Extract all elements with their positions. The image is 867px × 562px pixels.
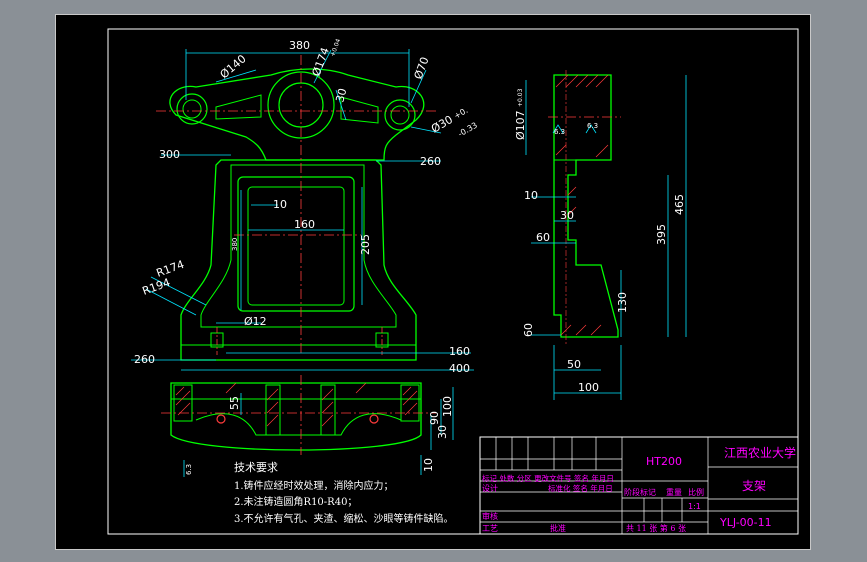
right-lug-hole [384, 99, 416, 131]
body-outline [180, 159, 417, 361]
dim-160-inner: 160 [294, 218, 315, 231]
note-1: 1.铸件应经时效处理，消除内应力； [234, 479, 394, 492]
dim-260-right: 260 [420, 155, 441, 168]
title-block-frame [479, 436, 799, 535]
dim-380: 380 [289, 39, 310, 52]
roughness-bottom: 6.3 [185, 464, 193, 475]
drawing-sheet: 380 Ø140 Ø174 +0.04 Ø70 30 Ø30 +0. -0.33… [55, 14, 811, 550]
tb-school: 江西农业大学 [724, 445, 796, 460]
window-inner [247, 186, 345, 306]
tb-scale-value: 1:1 [688, 502, 701, 511]
dim-465: 465 [673, 194, 686, 215]
left-lug-hole [176, 93, 208, 125]
tb-sheets: 共 11 张 第 6 张 [626, 523, 686, 533]
pin-hole-left [216, 414, 226, 424]
dim-55: 55 [228, 396, 241, 410]
side-top-block [553, 74, 612, 161]
tb-material: HT200 [646, 455, 682, 468]
note-3: 3.不允许有气孔、夹渣、缩松、沙眼等铸件缺陷。 [234, 512, 454, 525]
dim-100-side: 100 [578, 381, 599, 394]
top-lug-outline [169, 68, 425, 161]
side-view [525, 70, 687, 400]
dim-60-low: 60 [522, 323, 535, 337]
dim-50: 50 [567, 358, 581, 371]
hatch-box-right [400, 384, 420, 422]
side-dim-labels: Ø107 +0.03 6.3 6.3 10 30 60 60 50 100 13… [514, 88, 686, 394]
roughness-1: 6.3 [554, 128, 565, 136]
tb-part-name: 支架 [742, 479, 766, 493]
note-2: 2.未注铸造圆角R10-R40； [234, 495, 357, 508]
hatch-box-left [173, 384, 193, 422]
left-rib-window [215, 94, 262, 120]
tb-weight: 重量 [666, 487, 682, 497]
dim-dia-top-tol: +0.03 [517, 88, 524, 107]
dim-395: 395 [655, 224, 668, 245]
title-block-grid [480, 437, 798, 534]
dim-small: 380 [231, 238, 239, 251]
right-lug-hole-inner [390, 105, 410, 125]
dim-hole-70: Ø70 [412, 55, 432, 81]
title-block: HT200 江西农业大学 支架 YLJ-00-11 标记 处数 分区 更改文件号… [479, 436, 799, 535]
tb-scale: 比例 [688, 487, 704, 497]
dim-r174: R174 [155, 258, 186, 280]
dim-160-base: 160 [449, 345, 470, 358]
bottom-dim-lines [183, 387, 454, 477]
tb-process: 工艺 [482, 524, 498, 533]
dim-10-side: 10 [524, 189, 538, 202]
right-rib-window [340, 96, 379, 124]
side-dim-lines [525, 75, 687, 400]
technical-notes: 技术要求 1.铸件应经时效处理，消除内应力； 2.未注铸造圆角R10-R40； … [234, 461, 454, 525]
tb-design: 设计 [482, 483, 498, 493]
front-dim-lines [131, 49, 474, 371]
dim-dia-top: Ø107 [514, 110, 527, 140]
drawing-frame [107, 28, 799, 535]
bottom-arch [195, 413, 402, 436]
dim-400: 400 [449, 362, 470, 375]
dim-hole-30-tol-lo: -0.33 [457, 121, 479, 139]
bottom-view [161, 375, 454, 477]
side-hatching [555, 74, 609, 336]
center-bore-outer [267, 71, 335, 139]
dim-260-left: 260 [134, 353, 155, 366]
dim-d12: Ø12 [244, 315, 267, 328]
dim-205: 205 [359, 234, 372, 255]
dim-hole-30-tol-up: +0. [453, 106, 470, 121]
front-view [131, 49, 474, 371]
bottom-hatching [175, 382, 418, 427]
cad-drawing: 380 Ø140 Ø174 +0.04 Ø70 30 Ø30 +0. -0.33… [107, 28, 799, 535]
body-inner-outline [200, 164, 397, 328]
window-outer [237, 176, 355, 312]
dim-130: 130 [616, 292, 629, 313]
tb-row-marks: 标记 处数 分区 更改文件号 签名 年月日 [482, 473, 614, 483]
tb-drawing-no: YLJ-00-11 [719, 516, 772, 529]
dim-30-side: 30 [560, 209, 574, 222]
dim-hole-174-tol: +0.04 [329, 38, 342, 58]
dim-90: 90 [428, 411, 441, 425]
bottom-dim-labels: 55 90 100 30 10 6.3 [185, 396, 454, 475]
tb-standard: 标准化 签名 年月日 [548, 483, 613, 493]
dim-300: 300 [159, 148, 180, 161]
dim-hole-30: Ø30 [429, 113, 455, 136]
dim-angle-30: 30 [333, 87, 349, 104]
dim-30: 30 [436, 425, 449, 439]
dim-hole-174: Ø174 [310, 46, 332, 78]
bottom-outline [170, 382, 422, 451]
pin-hole-right [369, 414, 379, 424]
dim-60-mid: 60 [536, 231, 550, 244]
tb-review: 审核 [482, 511, 498, 521]
hatch-box-cl [265, 384, 281, 436]
dim-10: 10 [273, 198, 287, 211]
notes-title: 技术要求 [234, 461, 278, 474]
dim-10-bottom: 10 [422, 458, 435, 472]
dim-100: 100 [441, 396, 454, 417]
hatch-box-cr [320, 384, 336, 436]
roughness-2: 6.3 [587, 122, 598, 130]
side-outline [553, 74, 619, 338]
tb-stage-mark: 阶段标记 [624, 487, 656, 497]
tb-approve: 批准 [550, 523, 566, 533]
left-lug-hole-inner [182, 99, 202, 119]
